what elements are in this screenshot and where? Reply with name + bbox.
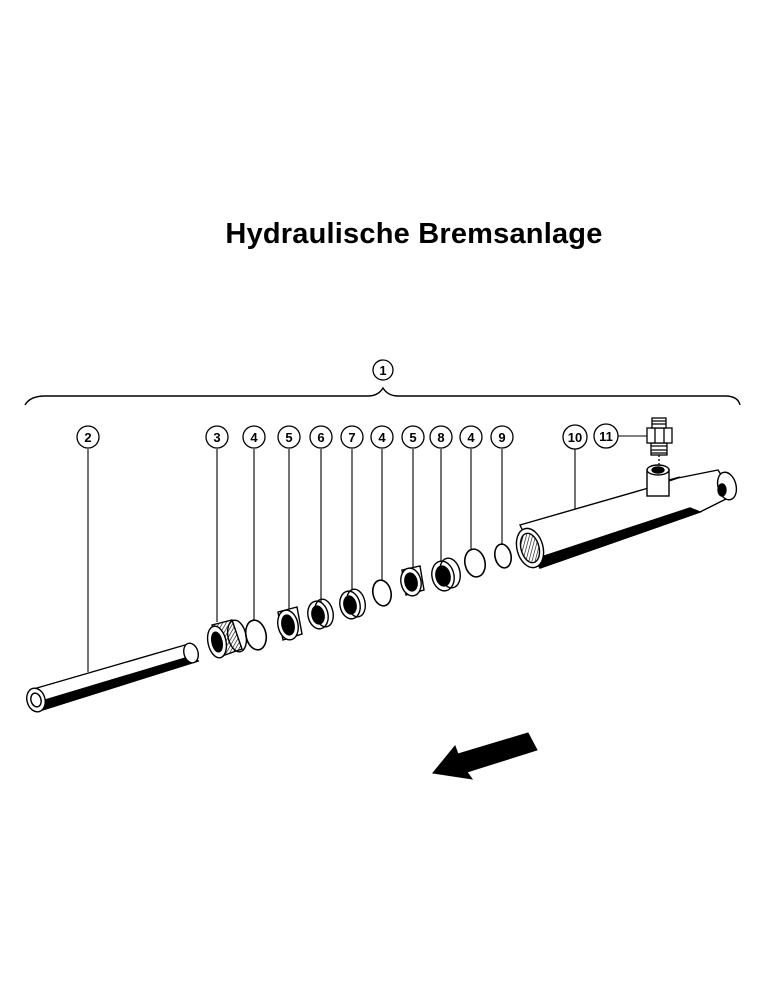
svg-text:3: 3 xyxy=(213,430,220,445)
callout-2: 2 xyxy=(76,425,100,449)
svg-text:5: 5 xyxy=(285,430,292,445)
callout-3: 3 xyxy=(205,425,229,449)
callout-5b: 5 xyxy=(401,425,425,449)
svg-text:11: 11 xyxy=(599,429,613,444)
part-seal-7 xyxy=(339,588,366,620)
callout-10: 10 xyxy=(562,424,588,450)
callout-6: 6 xyxy=(309,425,333,449)
callout-8: 8 xyxy=(429,425,453,449)
diagram-title: Hydraulische Bremsanlage xyxy=(225,218,603,250)
part-o-ring-a xyxy=(244,619,268,651)
part-o-ring-b xyxy=(371,579,393,607)
part-piston-rod xyxy=(26,642,200,713)
part-seal-6 xyxy=(307,598,334,630)
part-ring-9 xyxy=(493,543,513,569)
svg-text:4: 4 xyxy=(378,430,386,445)
callout-4b: 4 xyxy=(370,425,394,449)
callout-4a: 4 xyxy=(242,425,266,449)
callout-5a: 5 xyxy=(277,425,301,449)
svg-text:10: 10 xyxy=(568,430,582,445)
part-cylinder-body xyxy=(515,464,738,569)
direction-arrow xyxy=(432,732,538,780)
svg-text:2: 2 xyxy=(84,430,91,445)
svg-text:8: 8 xyxy=(437,430,444,445)
part-fitting xyxy=(646,417,673,467)
callout-4c: 4 xyxy=(459,425,483,449)
part-seal-a xyxy=(277,606,303,641)
svg-text:4: 4 xyxy=(467,430,475,445)
callout-9: 9 xyxy=(490,425,514,449)
callout-11: 11 xyxy=(593,423,619,449)
leader-lines xyxy=(87,435,648,672)
part-o-ring-c xyxy=(463,548,487,578)
assembly-bracket xyxy=(24,386,741,406)
svg-text:1: 1 xyxy=(379,363,386,378)
part-guide-bushing xyxy=(206,619,248,659)
svg-text:6: 6 xyxy=(317,430,324,445)
svg-text:5: 5 xyxy=(409,430,416,445)
part-seal-8 xyxy=(431,557,461,592)
callout-1: 1 xyxy=(372,359,394,381)
svg-text:7: 7 xyxy=(348,430,355,445)
callout-7: 7 xyxy=(340,425,364,449)
svg-text:4: 4 xyxy=(250,430,258,445)
svg-text:9: 9 xyxy=(498,430,505,445)
part-seal-b xyxy=(400,565,425,597)
